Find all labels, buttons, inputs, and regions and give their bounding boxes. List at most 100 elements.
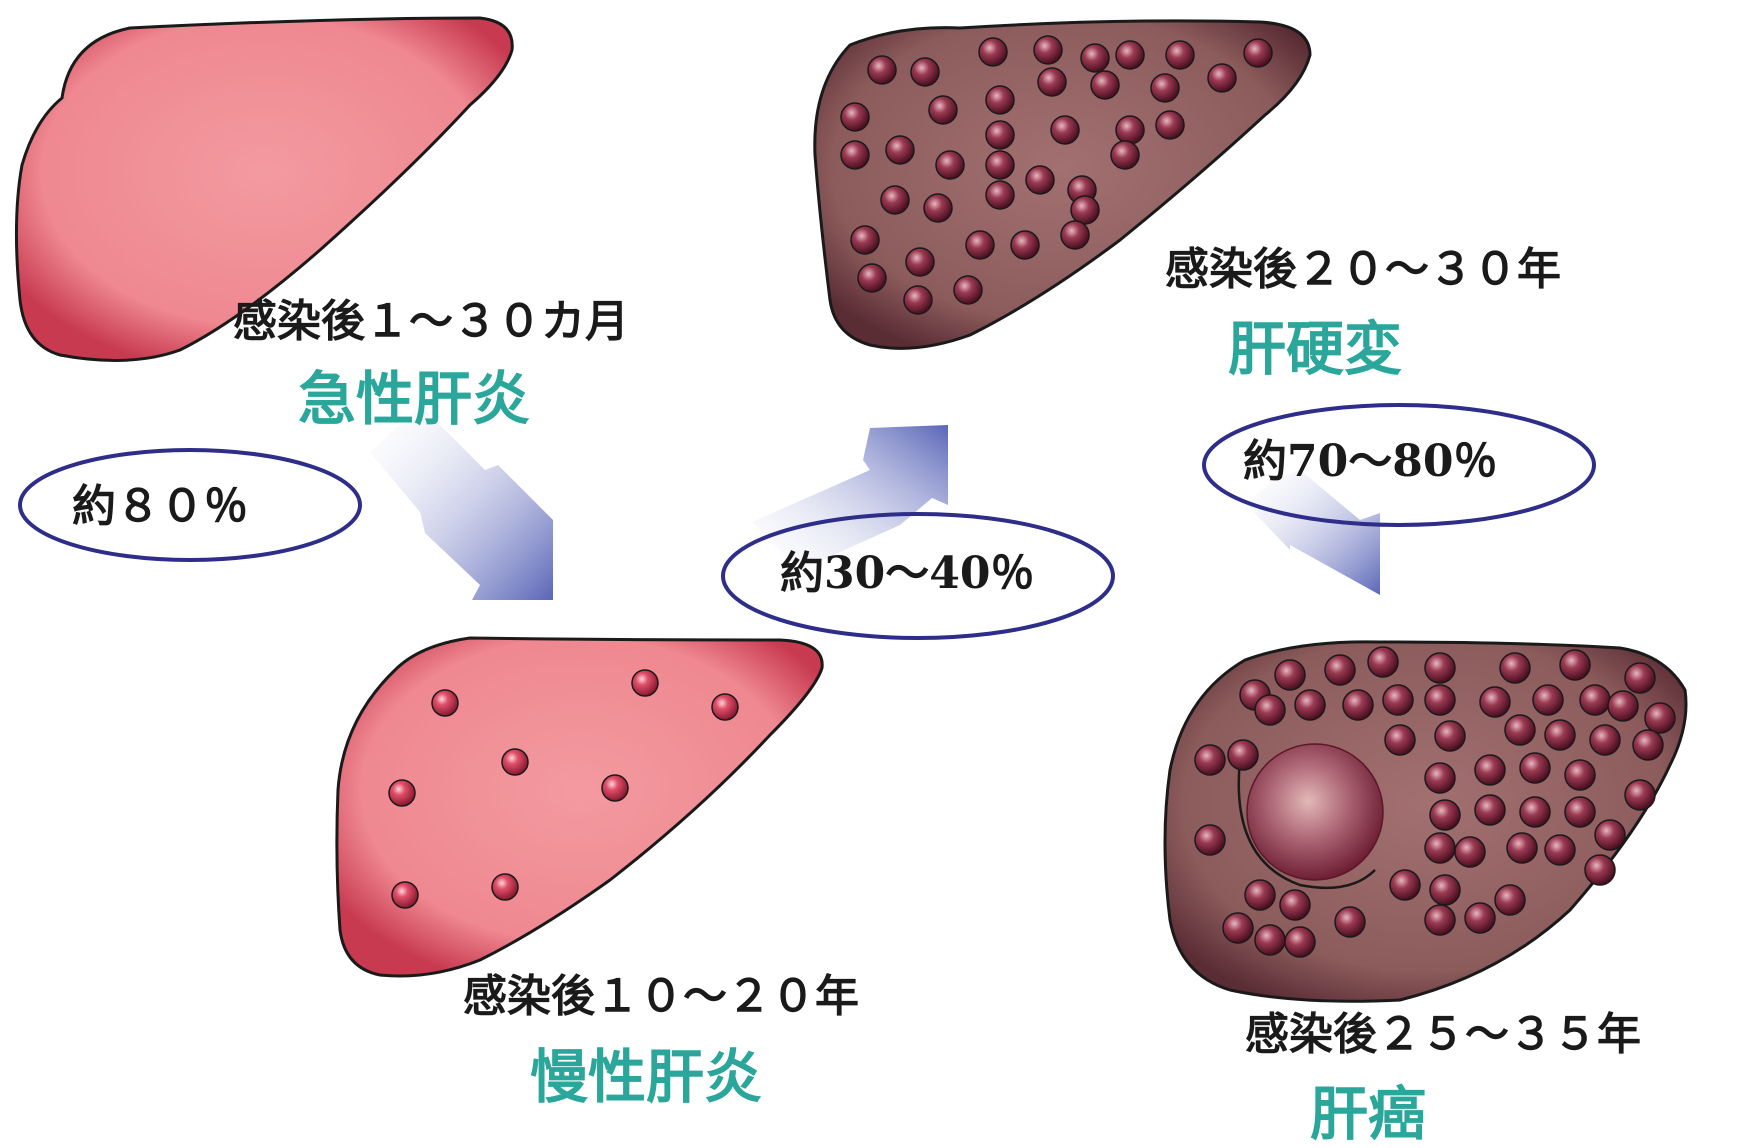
cancer-stage-name: 肝癌 (1310, 1085, 1426, 1143)
nodule (1390, 870, 1420, 900)
nodule (1465, 903, 1495, 933)
nodule (1368, 647, 1398, 677)
nodule (1480, 687, 1510, 717)
nodule (1505, 715, 1535, 745)
nodule (1071, 196, 1099, 224)
nodule (1495, 885, 1525, 915)
nodule (1111, 141, 1139, 169)
nodule (1275, 660, 1305, 690)
nodule (1560, 650, 1590, 680)
nodule (1156, 111, 1184, 139)
acute-stage-name: 急性肝炎 (298, 370, 530, 428)
nodule (1645, 703, 1675, 733)
nodule (1608, 691, 1638, 721)
nodule (868, 56, 896, 84)
nodule (979, 38, 1007, 66)
nodule (1091, 71, 1119, 99)
nodule (502, 749, 528, 775)
nodule (1255, 925, 1285, 955)
nodule (1533, 685, 1563, 715)
nodule (389, 780, 415, 806)
nodule (1335, 907, 1365, 937)
nodule (936, 151, 964, 179)
nodule (858, 264, 886, 292)
nodule (1590, 725, 1620, 755)
nodule (1325, 655, 1355, 685)
nodule (1545, 835, 1575, 865)
nodule (1585, 855, 1615, 885)
nodule (1500, 653, 1530, 683)
nodule (1425, 905, 1455, 935)
tumor (1247, 744, 1383, 880)
nodule (1625, 663, 1655, 693)
nodule (1285, 927, 1315, 957)
nodule (986, 181, 1014, 209)
nodule (432, 690, 458, 716)
nodule (1455, 837, 1485, 867)
nodule (1034, 36, 1062, 64)
nodule (492, 874, 518, 900)
nodule (986, 121, 1014, 149)
nodule (1425, 685, 1455, 715)
nodule (1061, 221, 1089, 249)
nodule (1255, 695, 1285, 725)
nodule (1430, 875, 1460, 905)
chronic-period-label: 感染後１０～２０年 (463, 975, 859, 1019)
nodule (1475, 795, 1505, 825)
nodule (1166, 41, 1194, 69)
nodule (1116, 41, 1144, 69)
nodule (1625, 780, 1655, 810)
nodule (929, 96, 957, 124)
nodule (1425, 833, 1455, 863)
nodule (881, 186, 909, 214)
liver-chronic (337, 638, 822, 976)
nodule (1245, 880, 1275, 910)
nodule (966, 231, 994, 259)
nodule (1228, 740, 1258, 770)
cancer-period-label: 感染後２５～３５年 (1245, 1013, 1641, 1057)
nodule (1430, 800, 1460, 830)
nodule (986, 86, 1014, 114)
nodule (602, 775, 628, 801)
nodule (924, 194, 952, 222)
cirrhosis-to-cancer-rate: 約70～80％ (1243, 440, 1497, 484)
nodule (841, 141, 869, 169)
nodule (851, 226, 879, 254)
nodule (1475, 755, 1505, 785)
nodule (954, 276, 982, 304)
nodule (1223, 913, 1253, 943)
nodule (1383, 685, 1413, 715)
acute-period-label: 感染後１～３０カ月 (233, 300, 629, 344)
nodule (1038, 68, 1066, 96)
nodule (1151, 74, 1179, 102)
nodule (1520, 753, 1550, 783)
nodule (1195, 825, 1225, 855)
chronic-to-cirrhosis-rate: 約30～40％ (780, 552, 1034, 596)
arrow-acute-to-chronic (370, 405, 553, 600)
nodule (392, 882, 418, 908)
nodule (1026, 166, 1054, 194)
nodule (1520, 797, 1550, 827)
nodule (986, 151, 1014, 179)
nodule (1195, 745, 1225, 775)
nodule (1295, 690, 1325, 720)
chronic-stage-name: 慢性肝炎 (530, 1048, 762, 1106)
nodule (1244, 39, 1272, 67)
nodule (1385, 725, 1415, 755)
nodule (1116, 116, 1144, 144)
nodule (904, 286, 932, 314)
nodule (906, 248, 934, 276)
nodule (712, 694, 738, 720)
nodule (841, 103, 869, 131)
nodule (1208, 64, 1236, 92)
nodule (1565, 760, 1595, 790)
cirrhosis-stage-name: 肝硬変 (1228, 320, 1402, 378)
nodule (1280, 890, 1310, 920)
nodule (1633, 730, 1663, 760)
nodule (1507, 833, 1537, 863)
arrow-cirrhosis-to-cancer (1245, 470, 1380, 595)
nodule (1011, 231, 1039, 259)
nodule (1565, 797, 1595, 827)
nodule (1425, 763, 1455, 793)
cirrhosis-period-label: 感染後２０～３０年 (1165, 248, 1561, 292)
